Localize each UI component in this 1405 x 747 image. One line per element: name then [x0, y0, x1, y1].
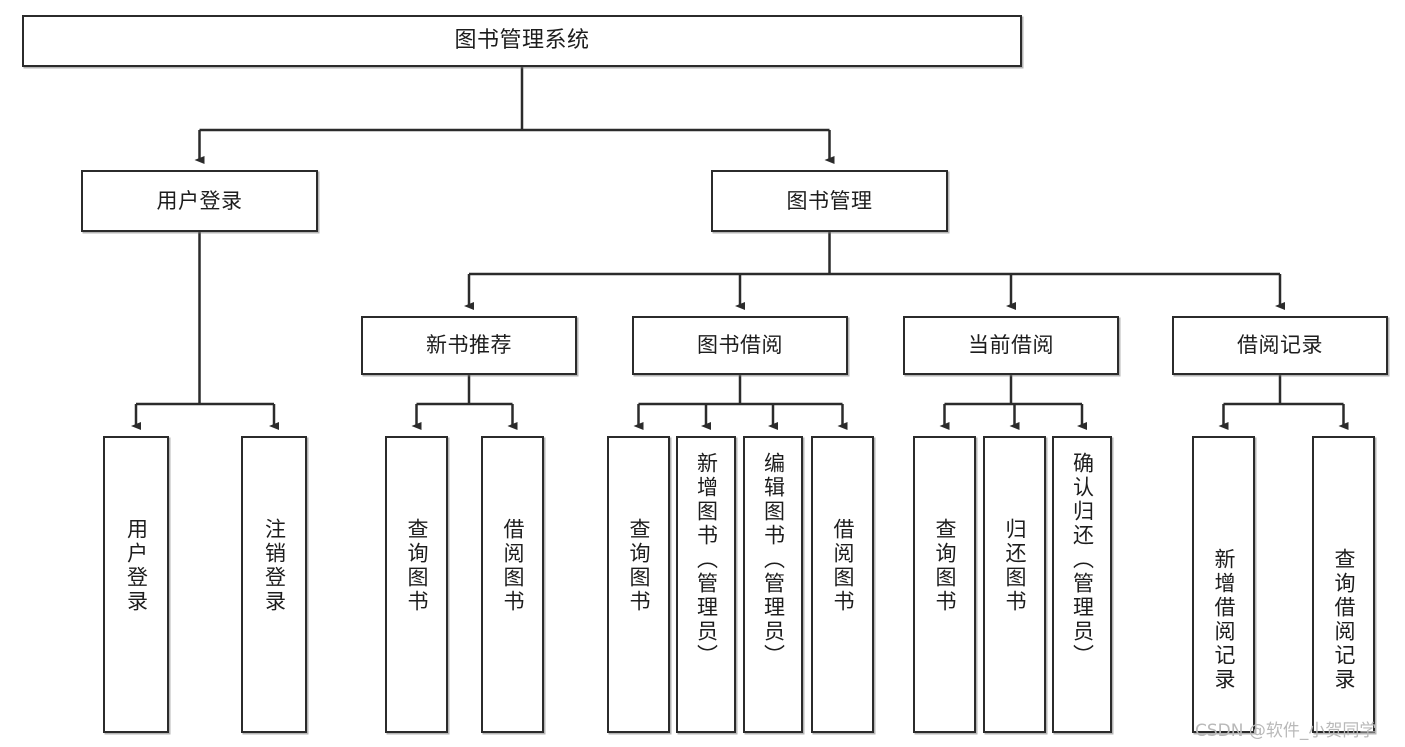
- node-leaf-return-book[interactable]: 归还图书: [983, 436, 1046, 733]
- node-leaf-query-book-cur[interactable]: 查询图书: [913, 436, 976, 733]
- node-book-borrow[interactable]: 图书借阅: [632, 316, 848, 375]
- node-label: 借阅记录: [1237, 333, 1323, 358]
- node-new-book-rec[interactable]: 新书推荐: [361, 316, 577, 375]
- node-label: 新增图书（管理员）: [694, 452, 719, 668]
- node-root[interactable]: 图书管理系统: [22, 15, 1022, 67]
- node-leaf-user-login[interactable]: 用户登录: [103, 436, 169, 733]
- node-leaf-borrow-book[interactable]: 借阅图书: [811, 436, 874, 733]
- node-label: 当前借阅: [968, 333, 1054, 358]
- node-leaf-logout[interactable]: 注销登录: [241, 436, 307, 733]
- node-label: 用户登录: [156, 188, 243, 213]
- node-label: 查询图书: [933, 518, 957, 614]
- node-borrow-records[interactable]: 借阅记录: [1172, 316, 1388, 375]
- node-label: 确认归还（管理员）: [1070, 452, 1095, 668]
- node-label: 图书借阅: [697, 333, 783, 358]
- node-label: 查询借阅记录: [1332, 548, 1356, 692]
- node-label: 注销登录: [262, 518, 287, 614]
- node-leaf-add-book[interactable]: 新增图书（管理员）: [676, 436, 736, 733]
- edge-group: [131, 67, 1349, 430]
- node-label: 图书管理: [786, 188, 873, 213]
- node-book-manage[interactable]: 图书管理: [711, 170, 948, 232]
- node-user-login[interactable]: 用户登录: [81, 170, 318, 232]
- node-leaf-query-record[interactable]: 查询借阅记录: [1312, 436, 1375, 733]
- node-label: 归还图书: [1003, 518, 1027, 614]
- node-label: 新书推荐: [426, 333, 512, 358]
- node-leaf-query-book-borrow[interactable]: 查询图书: [607, 436, 670, 733]
- node-label: 查询图书: [405, 518, 429, 614]
- node-label: 编辑图书（管理员）: [761, 452, 786, 668]
- node-label: 新增借阅记录: [1212, 548, 1236, 692]
- node-current-borrow[interactable]: 当前借阅: [903, 316, 1119, 375]
- node-label: 借阅图书: [831, 518, 855, 614]
- node-leaf-confirm-return[interactable]: 确认归还（管理员）: [1052, 436, 1112, 733]
- node-label: 查询图书: [627, 518, 651, 614]
- node-leaf-add-record[interactable]: 新增借阅记录: [1192, 436, 1255, 733]
- node-leaf-borrow-book-rec[interactable]: 借阅图书: [481, 436, 544, 733]
- node-label: 借阅图书: [501, 518, 525, 614]
- node-leaf-edit-book[interactable]: 编辑图书（管理员）: [743, 436, 803, 733]
- node-label: 图书管理系统: [454, 28, 590, 54]
- node-label: 用户登录: [124, 518, 149, 614]
- node-leaf-query-book-rec[interactable]: 查询图书: [385, 436, 448, 733]
